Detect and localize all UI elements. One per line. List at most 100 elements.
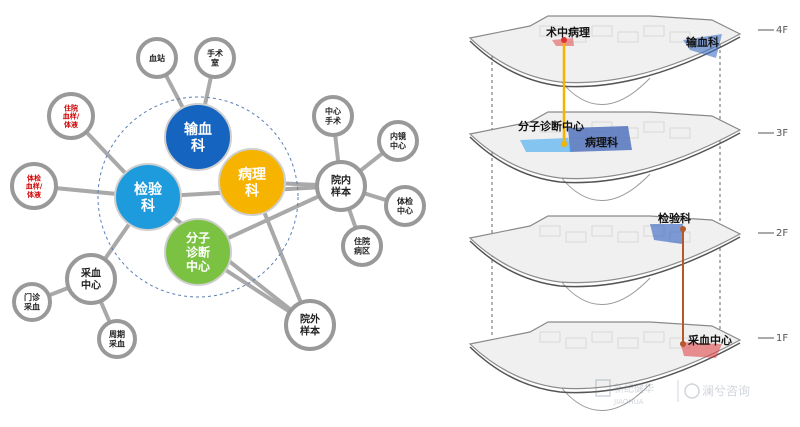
floor-bowl-4f [559, 77, 651, 105]
floor-bowl-1f [559, 383, 651, 411]
node-endoscopy-center-text-0: 内镜 [390, 131, 406, 141]
node-blood-station-text-0: 血站 [149, 53, 165, 63]
node-checkup-samples-text-2: 体液 [27, 190, 42, 199]
node-operating-room-text-0: 手术 [207, 48, 223, 58]
dept-label-molecular-3f: 分子诊断中心 [518, 119, 584, 133]
node-external-specimens-circle [284, 299, 336, 351]
node-blood-collection-circle [65, 253, 117, 305]
core-node-pathology-text-1: 科 [245, 182, 259, 199]
node-periodic-collection-text-0: 周期 [109, 329, 125, 339]
logo-mark-icon [595, 379, 611, 397]
floor-stack: 术中病理 输血科 分子诊断中心 病理科 检验科 采血中心 4F 3F 2F 1F… [468, 15, 788, 411]
floor-room-outline [539, 121, 561, 133]
core-node-molecular-text-2: 中心 [186, 258, 210, 273]
core-node-lab: 检验科 [114, 163, 182, 231]
collection-1f-dot [680, 341, 686, 347]
floor-room-outline [565, 31, 587, 43]
node-inpatient-samples-circle [47, 92, 95, 140]
floor-slab-1f [468, 321, 742, 390]
node-outpatient-collection-text-0: 门诊 [24, 292, 41, 302]
core-node-molecular-text-1: 诊断 [186, 244, 210, 259]
core-node-molecular-circle [164, 218, 232, 286]
lab-2f-zone [650, 224, 683, 244]
node-center-surgery-text-1: 手术 [325, 116, 341, 126]
node-outpatient-collection-text-1: 采血 [23, 302, 40, 312]
node-inpatient-ward-text-1: 病区 [354, 246, 370, 256]
floor-bowl-3f [559, 173, 651, 201]
dept-label-pathology-3f: 病理科 [585, 135, 618, 149]
node-external-specimens-text-0: 院外 [300, 313, 320, 326]
core-node-pathology-circle [218, 148, 286, 216]
node-checkup-center-circle [384, 185, 426, 227]
core-node-lab-text-0: 检验 [134, 181, 163, 198]
node-checkup-samples-circle [10, 162, 58, 210]
floor-room-outline [591, 331, 613, 343]
node-inpatient-samples-text-2: 体液 [64, 120, 79, 129]
watermark-logo1: 新纪健华 [614, 382, 654, 395]
core-node-pathology: 病理科 [218, 148, 286, 216]
floor-room-outline [565, 337, 587, 349]
floor-bowl-2f [559, 277, 651, 305]
core-node-molecular: 分子诊断中心 [164, 218, 232, 286]
collection-1f-zone [680, 342, 722, 358]
pathology-3f-dot [561, 141, 567, 147]
core-node-transfusion-circle [164, 103, 232, 171]
floor-edge-3f [469, 132, 741, 184]
dept-label-transfusion-4f: 输血科 [686, 35, 719, 49]
core-node-transfusion-text-0: 输血 [184, 121, 212, 138]
floor-room-outline [643, 331, 665, 343]
floor-room-outline [591, 25, 613, 37]
floor-room-outline [643, 121, 665, 133]
floor-room-outline [591, 225, 613, 237]
node-external-specimens-text-1: 样本 [300, 325, 321, 338]
node-blood-station: 血站 [136, 37, 178, 79]
floor-label-3f: 3F [776, 128, 788, 139]
floor-room-outline [669, 31, 691, 43]
node-operating-room-text-1: 室 [211, 58, 219, 68]
floor-label-2f: 2F [776, 228, 788, 239]
floor-label-1f: 1F [776, 333, 788, 344]
floor-room-outline [617, 337, 639, 349]
node-inpatient-specimens-text-1: 样本 [331, 186, 352, 199]
node-inpatient-specimens-circle [315, 160, 367, 212]
node-center-surgery-text-0: 中心 [325, 106, 341, 116]
node-blood-collection: 采血中心 [65, 253, 117, 305]
floor-plate-3f [468, 111, 742, 201]
floor-room-outline [669, 127, 691, 139]
core-node-molecular-text-0: 分子 [186, 230, 210, 245]
node-checkup-center-text-1: 中心 [397, 206, 413, 216]
network-diagram: 血站手术室住院血样/体液体检血样/体液中心手术内镜中心院内样本体检中心住院病区采… [10, 37, 426, 359]
node-inpatient-samples-text-1: 血样/ [63, 112, 80, 121]
core-dashed-circle [97, 96, 299, 298]
node-center-surgery-circle [312, 95, 354, 137]
floor-room-outline [617, 31, 639, 43]
core-node-pathology-text-0: 病理 [238, 166, 266, 183]
node-checkup-samples-text-1: 血样/ [26, 182, 43, 191]
lab-2f-dot [680, 226, 686, 232]
floor-room-outline [617, 231, 639, 243]
node-operating-room-circle [194, 37, 236, 79]
dept-label-pathology-4f: 术中病理 [545, 25, 590, 39]
node-periodic-collection-circle [97, 319, 137, 359]
network-nodes: 血站手术室住院血样/体液体检血样/体液中心手术内镜中心院内样本体检中心住院病区采… [10, 37, 426, 359]
node-inpatient-ward-circle [341, 225, 383, 267]
transfusion-4f-zone [683, 34, 722, 58]
floor-slab-4f [468, 15, 742, 84]
watermark-logo2: 澜兮咨询 [702, 383, 750, 398]
floor-room-outline [565, 231, 587, 243]
pathology-3f-zone [568, 126, 632, 152]
floor-room-outline [539, 331, 561, 343]
floor-room-outline [539, 225, 561, 237]
node-blood-collection-text-1: 中心 [81, 279, 101, 292]
floor-plate-2f [468, 215, 742, 305]
node-inpatient-samples-text-0: 住院 [64, 103, 78, 112]
floor-label-4f: 4F [776, 25, 788, 36]
node-inpatient-specimens-text-0: 院内 [331, 174, 351, 187]
